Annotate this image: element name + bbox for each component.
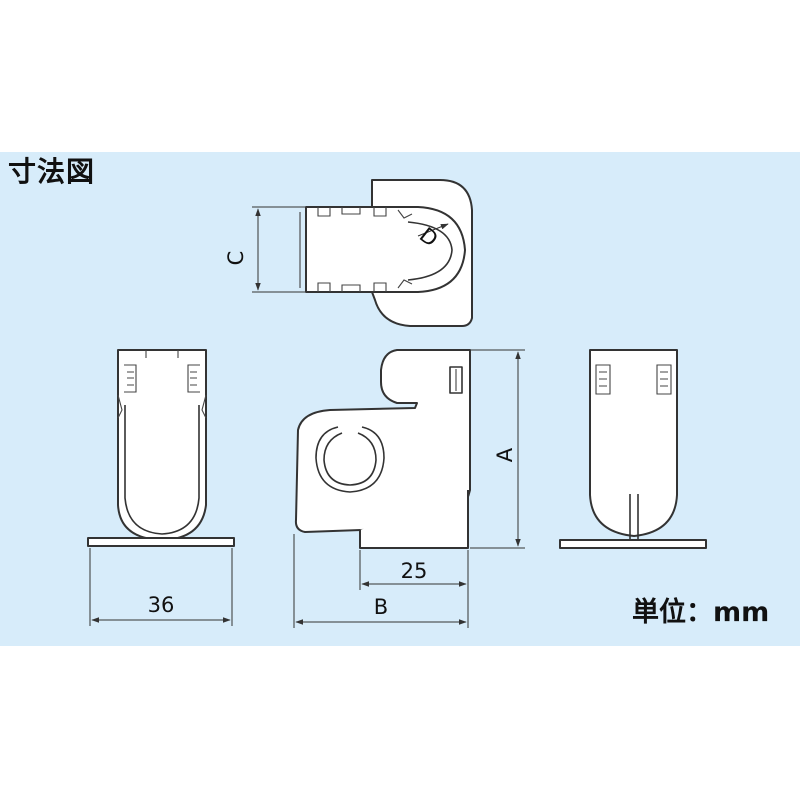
page-title: 寸法図	[8, 155, 96, 188]
rear-view-slot-right	[656, 364, 672, 395]
front-view-inner-loop	[124, 405, 200, 535]
dimension-a-label: A	[493, 447, 517, 462]
side-view-slot	[449, 366, 463, 394]
rear-view	[559, 349, 707, 549]
top-view: D C	[224, 179, 473, 327]
top-view-clamp-body	[305, 206, 466, 293]
dimension-c-label: C	[224, 251, 248, 266]
front-view-slot-right	[187, 364, 200, 393]
top-view-teeth-bottom	[317, 279, 413, 292]
side-view-clip-outer	[315, 426, 385, 493]
top-view-inner-arc	[407, 221, 453, 281]
side-view-clip-inner	[323, 432, 377, 486]
side-view: A 25 B	[293, 349, 525, 628]
dimension-d-arrow	[417, 223, 449, 237]
front-view: 36	[87, 349, 235, 626]
front-view-base-plate	[87, 537, 235, 547]
front-view-slot-left	[124, 364, 137, 393]
rear-view-base-plate	[559, 539, 707, 549]
unit-label: 単位：mm	[632, 597, 770, 628]
top-view-teeth-top	[317, 207, 413, 219]
side-view-base	[359, 490, 469, 549]
rear-view-body	[589, 349, 678, 537]
rear-view-slot-left	[595, 364, 611, 395]
front-view-side-details	[117, 350, 207, 419]
dimension-25-label: 25	[401, 559, 428, 583]
dimension-b-label: B	[374, 595, 388, 619]
dimension-36-label: 36	[148, 593, 175, 617]
